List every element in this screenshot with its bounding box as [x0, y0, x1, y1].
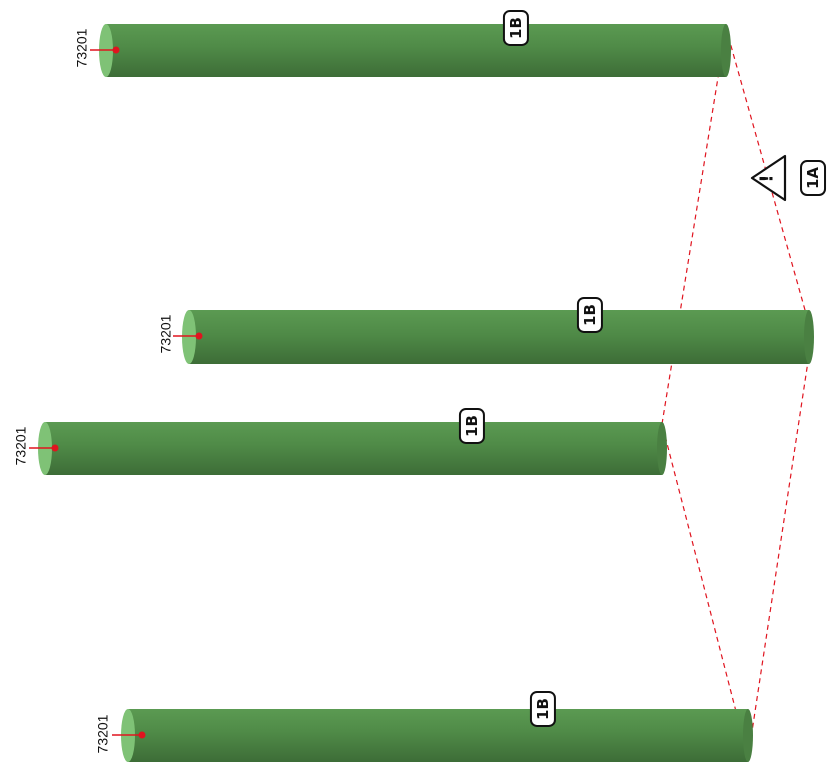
leader-dot: [112, 46, 120, 54]
tube-body: [189, 310, 809, 364]
tube-1: [90, 24, 731, 77]
badge-1b: 1B: [576, 297, 603, 333]
warning-symbol: !: [756, 174, 778, 183]
leader-dot: [51, 444, 59, 452]
tube-4: [112, 709, 753, 762]
warning-triangle-icon: [750, 154, 787, 202]
part-number-label: 73201: [157, 314, 174, 354]
tube-3: [29, 422, 667, 475]
tube-body: [45, 422, 662, 475]
tube-end-right: [743, 709, 753, 762]
part-number-label: 73201: [12, 426, 29, 466]
dashed-line-right: [725, 27, 813, 759]
tube-end-right: [804, 310, 814, 364]
tube-end-right: [657, 422, 667, 475]
tube-2: [173, 310, 814, 364]
badge-1b: 1B: [502, 10, 529, 46]
tube-end-right: [721, 24, 731, 77]
leader-dot: [195, 332, 203, 340]
dashed-connectors: [661, 27, 813, 759]
tube-body: [128, 709, 748, 762]
badge-1b: 1B: [458, 408, 485, 444]
badge-1a: 1A: [800, 159, 827, 197]
tube-body: [106, 24, 726, 77]
part-number-label: 73201: [73, 28, 90, 68]
badge-1b: 1B: [529, 691, 556, 727]
part-number-label: 73201: [94, 714, 111, 754]
dashed-line-left: [661, 27, 749, 759]
leader-dot: [138, 731, 146, 739]
tube-end-left: [182, 310, 196, 364]
